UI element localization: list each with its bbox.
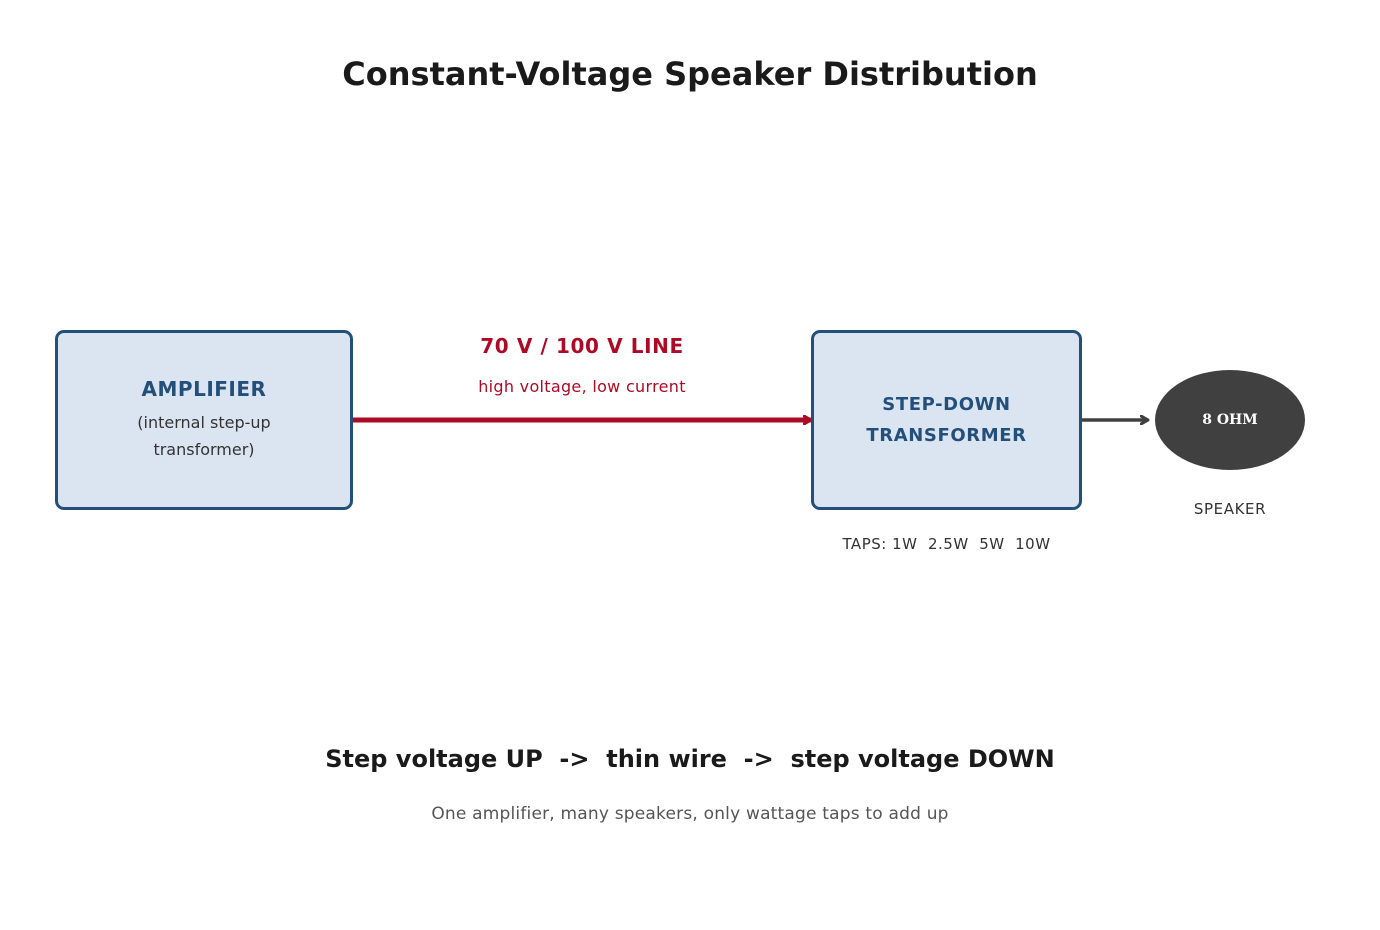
amplifier-box: AMPLIFIER (internal step-up transformer): [55, 330, 353, 510]
amplifier-sub-line1: (internal step-up: [137, 413, 271, 432]
transformer-taps: TAPS: 1W 2.5W 5W 10W: [842, 535, 1051, 553]
transformer-box: STEP-DOWN TRANSFORMER: [811, 330, 1082, 510]
speaker-caption: SPEAKER: [1193, 500, 1267, 518]
footnote-text: One amplifier, many speakers, only watta…: [431, 804, 949, 824]
amplifier-sub-line2: transformer): [153, 440, 255, 459]
line-sub-label: high voltage, low current: [478, 377, 686, 396]
summary-text: Step voltage UP -> thin wire -> step vol…: [325, 745, 1055, 773]
speaker-icon: 8 OHM: [1155, 370, 1305, 470]
speaker-impedance-label: 8 OHM: [1202, 412, 1258, 428]
transformer-label-line1: STEP-DOWN: [882, 394, 1011, 415]
page-title: Constant-Voltage Speaker Distribution: [342, 55, 1038, 93]
amplifier-label: AMPLIFIER: [141, 377, 267, 401]
transformer-label-line2: TRANSFORMER: [866, 425, 1027, 446]
line-label: 70 V / 100 V LINE: [480, 334, 684, 358]
